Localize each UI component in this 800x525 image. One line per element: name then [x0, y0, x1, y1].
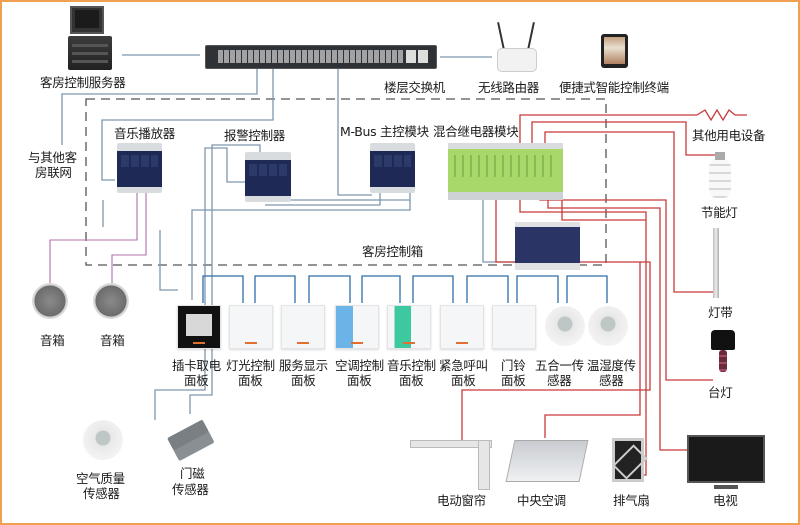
tablet-icon [601, 34, 628, 68]
panel-label-l2: 面板 [238, 373, 263, 388]
table-lamp-base [719, 350, 727, 372]
panel-label-l1: 服务显示 [279, 358, 328, 373]
panel-label-l2: 面板 [501, 373, 526, 388]
temp-humidity-sensor-icon [588, 306, 628, 346]
lamp-label: 台灯 [708, 385, 733, 400]
panel-label-l1: 温湿度传 [587, 358, 636, 373]
control-box-outline [85, 98, 607, 266]
fan-label: 排气扇 [613, 493, 650, 508]
panel-label-l1: 门铃 [501, 358, 526, 373]
light-strip-icon [713, 228, 719, 298]
curtain-track-vertical [478, 440, 490, 490]
music-control-panel [387, 305, 431, 349]
service-display-panel [281, 305, 325, 349]
panel-label-l2: 感器 [547, 373, 572, 388]
light-control-panel [229, 305, 273, 349]
curtain-label: 电动窗帘 [437, 493, 486, 508]
tablet-label: 便捷式智能控制终端 [559, 80, 669, 95]
ac-control-panel [335, 305, 379, 349]
panel-label-l1: 音乐控制 [387, 358, 436, 373]
mixed-relay-module [448, 143, 563, 200]
panel-label-l2: 感器 [599, 373, 624, 388]
alarm-controller-module [245, 152, 291, 202]
relay-module-secondary [515, 222, 580, 270]
alarm-controller-label: 报警控制器 [224, 128, 286, 143]
energy-saving-bulb-icon [709, 152, 731, 198]
mbus-master-module [370, 143, 415, 193]
router-label: 无线路由器 [478, 80, 540, 95]
speaker-icon [32, 283, 68, 319]
audio-wires [49, 188, 147, 283]
emergency-call-panel [440, 305, 484, 349]
tv-icon [687, 435, 765, 489]
speaker-icon [93, 283, 129, 319]
switch-label: 楼层交换机 [384, 80, 446, 95]
music-player-module [117, 143, 162, 193]
air-quality-label-l2: 传感器 [83, 486, 120, 501]
other-device-label: 其他用电设备 [692, 128, 766, 143]
panel-label-l2: 面板 [184, 373, 209, 388]
air-quality-label-l1: 空气质量 [76, 471, 125, 486]
music-player-label: 音乐播放器 [114, 126, 176, 141]
curtain-track-icon [410, 440, 492, 448]
door-sensor-label-l1: 门磁 [180, 466, 205, 481]
exhaust-fan-icon [612, 438, 644, 482]
mbus-master-label: M-Bus 主控模块 [340, 124, 429, 139]
five-in-one-sensor-icon [545, 306, 585, 346]
panel-label-l1: 五合一传 [535, 358, 584, 373]
floor-switch-icon [205, 45, 437, 69]
server-label: 客房控制服务器 [40, 75, 126, 90]
ac-label: 中央空调 [517, 493, 566, 508]
doorbell-panel [492, 305, 536, 349]
panel-label-l1: 插卡取电 [172, 358, 221, 373]
tv-label: 电视 [713, 493, 738, 508]
panel-label-l2: 面板 [451, 373, 476, 388]
panel-label-l1: 灯光控制 [226, 358, 275, 373]
control-box-label: 客房控制箱 [362, 244, 424, 259]
other-rooms-label-2: 房联网 [35, 165, 72, 180]
panel-label-l1: 空调控制 [335, 358, 384, 373]
mixed-relay-label: 混合继电器模块 [433, 124, 519, 139]
bulb-label: 节能灯 [701, 205, 738, 220]
panel-label-l2: 面板 [291, 373, 316, 388]
panel-label-l2: 面板 [347, 373, 372, 388]
central-ac-icon [505, 440, 589, 482]
speaker-label: 音箱 [100, 333, 125, 348]
panel-label-l2: 面板 [399, 373, 424, 388]
card-power-panel [177, 305, 221, 349]
other-rooms-label-1: 与其他客 [28, 150, 77, 165]
panel-label-l1: 紧急呼叫 [439, 358, 488, 373]
panel-bus-wires [202, 275, 608, 303]
speaker-label: 音箱 [40, 333, 65, 348]
air-quality-sensor-icon [83, 420, 123, 460]
door-sensor-label-l2: 传感器 [172, 482, 209, 497]
strip-label: 灯带 [708, 305, 733, 320]
table-lamp-icon [711, 330, 735, 350]
